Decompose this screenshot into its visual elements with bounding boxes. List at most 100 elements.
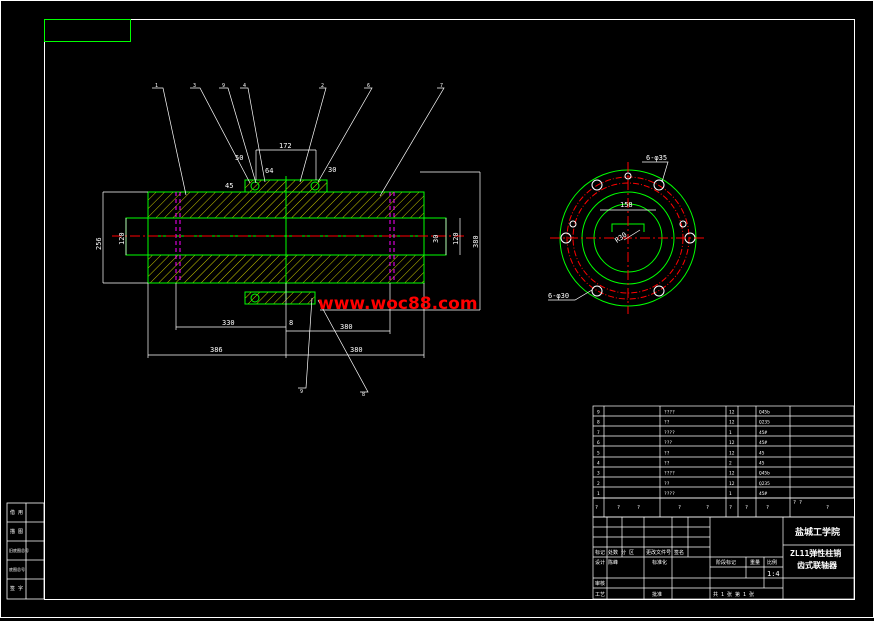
hub-right-lower: [285, 254, 425, 284]
parts-row-name: ???: [664, 440, 672, 446]
hole-3: [591, 179, 603, 191]
parts-row-mat: Q45b: [759, 410, 770, 416]
balloon-2: 2: [321, 83, 324, 89]
holes-top-label: 6-φ35: [646, 154, 667, 162]
parts-row-mat: 45#: [759, 440, 767, 446]
side-label-4: 底图总号: [9, 566, 25, 572]
parts-row-no: 7: [597, 430, 600, 436]
end-view: [548, 161, 706, 314]
balloon-1: 1: [155, 83, 158, 89]
pin-bottom: [250, 293, 260, 303]
side-label-3: 旧底图总号: [9, 547, 29, 553]
parts-row-name: ????: [664, 430, 675, 436]
parts-header-8: ?: [766, 505, 769, 511]
tb-process: 工艺: [595, 592, 605, 598]
parts-row-qty: 12: [729, 440, 735, 446]
radius-label: R30: [614, 231, 629, 245]
tb-update-label: 更改文件号 签名: [646, 549, 684, 556]
parts-row-no: 4: [597, 461, 600, 467]
parts-row-mat: 45#: [759, 430, 767, 436]
parts-header-5: ?: [706, 505, 709, 511]
hole-2: [653, 179, 665, 191]
holes-bottom-label: 6-φ30: [548, 292, 569, 300]
pin-top-left: [250, 181, 260, 191]
dim-380-bottom: 380: [350, 346, 363, 354]
parts-header-2: ?: [617, 505, 620, 511]
parts-row-qty: 12: [729, 420, 735, 426]
parts-header-7: ?: [745, 505, 748, 511]
tb-std-label: 标准化: [652, 559, 667, 566]
hole-5: [591, 285, 603, 297]
parts-row-qty: 12: [729, 471, 735, 477]
parts-list-table: [592, 405, 855, 518]
hub-right-upper: [285, 191, 425, 219]
parts-row-mat: 45: [759, 461, 765, 467]
parts-row-qty: 1: [729, 491, 732, 497]
tb-review: 审核: [595, 580, 605, 587]
dim-50: 50: [235, 154, 243, 162]
parts-row-name: ????: [664, 491, 675, 497]
side-label-2: 描 图: [10, 528, 23, 535]
dim-256: 256: [95, 237, 103, 250]
parts-header-3: ?: [637, 505, 640, 511]
hole-6: [653, 285, 665, 297]
hub-left-lower: [147, 254, 287, 284]
parts-row-name: ????: [664, 410, 675, 416]
parts-row-name: ??: [664, 420, 670, 426]
parts-row-mat: 45#: [759, 491, 767, 497]
dim-386: 386: [210, 346, 223, 354]
dim-380-vert: 380: [472, 235, 480, 248]
parts-row-no: 8: [597, 420, 600, 426]
parts-row-name: ??: [664, 481, 670, 487]
parts-row-no: 6: [597, 440, 600, 446]
balloon-9: 9: [222, 83, 225, 89]
dim-330: 330: [222, 319, 235, 327]
side-label-5: 签 字: [10, 585, 23, 592]
balloon-9b: 9: [300, 389, 303, 395]
parts-row-mat: 45: [759, 450, 765, 456]
parts-header-9: ?: [826, 505, 829, 511]
dim-64: 64: [265, 167, 273, 175]
parts-header-4: ?: [678, 505, 681, 511]
parts-row-mat: Q45b: [759, 471, 770, 477]
parts-row-mat: Q235: [759, 420, 770, 426]
hub-left-upper: [147, 191, 287, 219]
top-left-zone-box: [44, 19, 131, 42]
dim-158: 158: [620, 201, 633, 209]
tb-stage-label: 阶段标记: [716, 559, 736, 566]
watermark: www.woc88.com: [318, 294, 478, 314]
parts-row-qty: 12: [729, 481, 735, 487]
tb-sheet: 共 1 张 第 1 张: [713, 591, 754, 598]
title-block: [592, 516, 855, 600]
dim-30-top: 30: [328, 166, 336, 174]
dim-380-low: 380: [340, 323, 353, 331]
dim-8: 8: [289, 319, 293, 327]
tb-weight-label: 重量: [750, 559, 760, 566]
parts-row-qty: 1: [729, 430, 732, 436]
parts-row-name: ??: [664, 450, 670, 456]
parts-row-qty: 12: [729, 450, 735, 456]
side-label-1: 借 用: [10, 509, 23, 516]
parts-row-no: 3: [597, 471, 600, 477]
balloon-6: 6: [367, 83, 370, 89]
parts-header-1: ?: [595, 505, 598, 511]
pin-top-right: [310, 181, 320, 191]
leader-lines: [152, 87, 445, 393]
tb-scale-label: 比例: [767, 559, 777, 566]
parts-header-6: ?: [729, 505, 732, 511]
balloon-7: 7: [440, 83, 443, 89]
flange-bottom: [244, 291, 316, 305]
inner-frame: [44, 19, 855, 600]
parts-header-right: ? ?: [793, 500, 802, 506]
balloon-8: 8: [362, 392, 365, 398]
parts-row-mat: Q235: [759, 481, 770, 487]
dim-120-right: 120: [452, 232, 460, 245]
dim-45: 45: [225, 182, 233, 190]
side-label-table: [6, 502, 45, 600]
dimension-lines: [102, 149, 481, 358]
parts-row-qty: 2: [729, 461, 732, 467]
parts-row-name: ????: [664, 471, 675, 477]
parts-row-no: 9: [597, 410, 600, 416]
parts-row-name: ??: [664, 461, 670, 467]
tb-title-line1: ZL11弹性柱销: [790, 548, 841, 558]
